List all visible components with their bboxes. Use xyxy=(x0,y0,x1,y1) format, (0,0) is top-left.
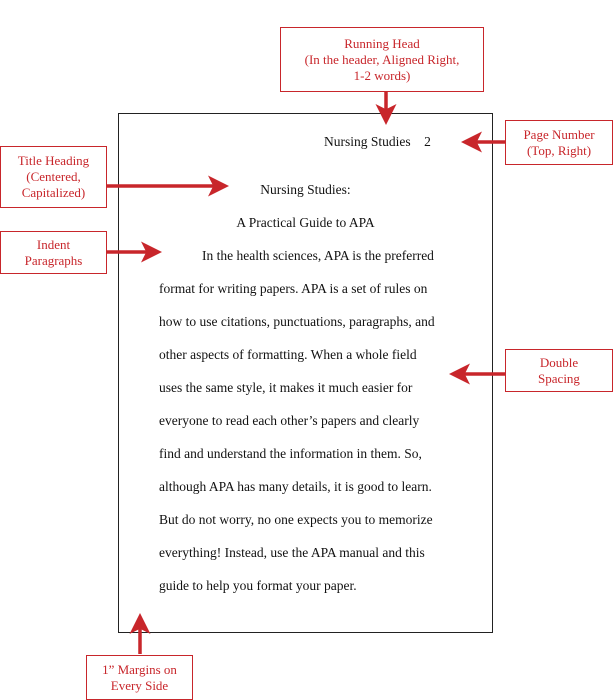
body-line: uses the same style, it makes it much ea… xyxy=(159,380,413,395)
body-line: find and understand the information in t… xyxy=(159,446,422,461)
body-line: guide to help you format your paper. xyxy=(159,578,357,593)
body-line: other aspects of formatting. When a whol… xyxy=(159,347,417,362)
body-line: although APA has many details, it is goo… xyxy=(159,479,432,494)
body-line: everything! Instead, use the APA manual … xyxy=(159,545,425,560)
body-line: everyone to read each other’s papers and… xyxy=(159,413,420,428)
callout-running-head: Running Head(In the header, Aligned Righ… xyxy=(280,27,484,92)
body-line: format for writing papers. APA is a set … xyxy=(159,281,428,296)
title-line-2: A Practical Guide to APA xyxy=(236,215,375,230)
running-head-text: Nursing Studies 2 xyxy=(324,134,431,149)
callout-title-heading: Title Heading(Centered,Capitalized) xyxy=(0,146,107,208)
body-line: But do not worry, no one expects you to … xyxy=(159,512,433,527)
title-line-1: Nursing Studies: xyxy=(260,182,351,197)
page-number-text: 2 xyxy=(424,134,431,149)
body-line: how to use citations, punctuations, para… xyxy=(159,314,435,329)
body-line: In the health sciences, APA is the prefe… xyxy=(202,248,434,263)
